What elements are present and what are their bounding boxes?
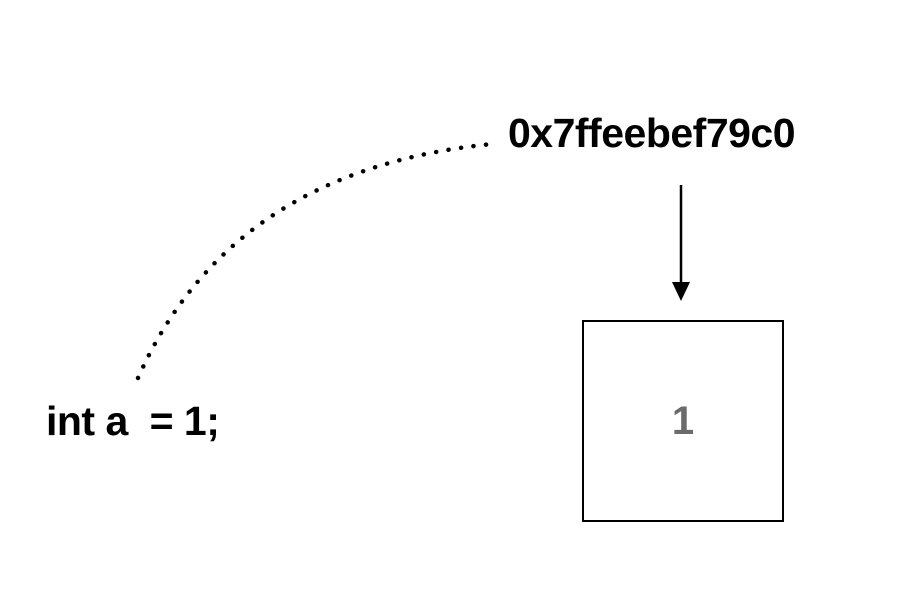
dotted-reference-curve [135,141,495,381]
memory-cell-box: 1 [582,320,784,522]
pointer-arrow-head [672,282,690,301]
memory-address-label: 0x7ffeebef79c0 [508,110,796,156]
memory-cell-value: 1 [671,398,695,443]
code-statement: int a = 1; [46,398,220,444]
